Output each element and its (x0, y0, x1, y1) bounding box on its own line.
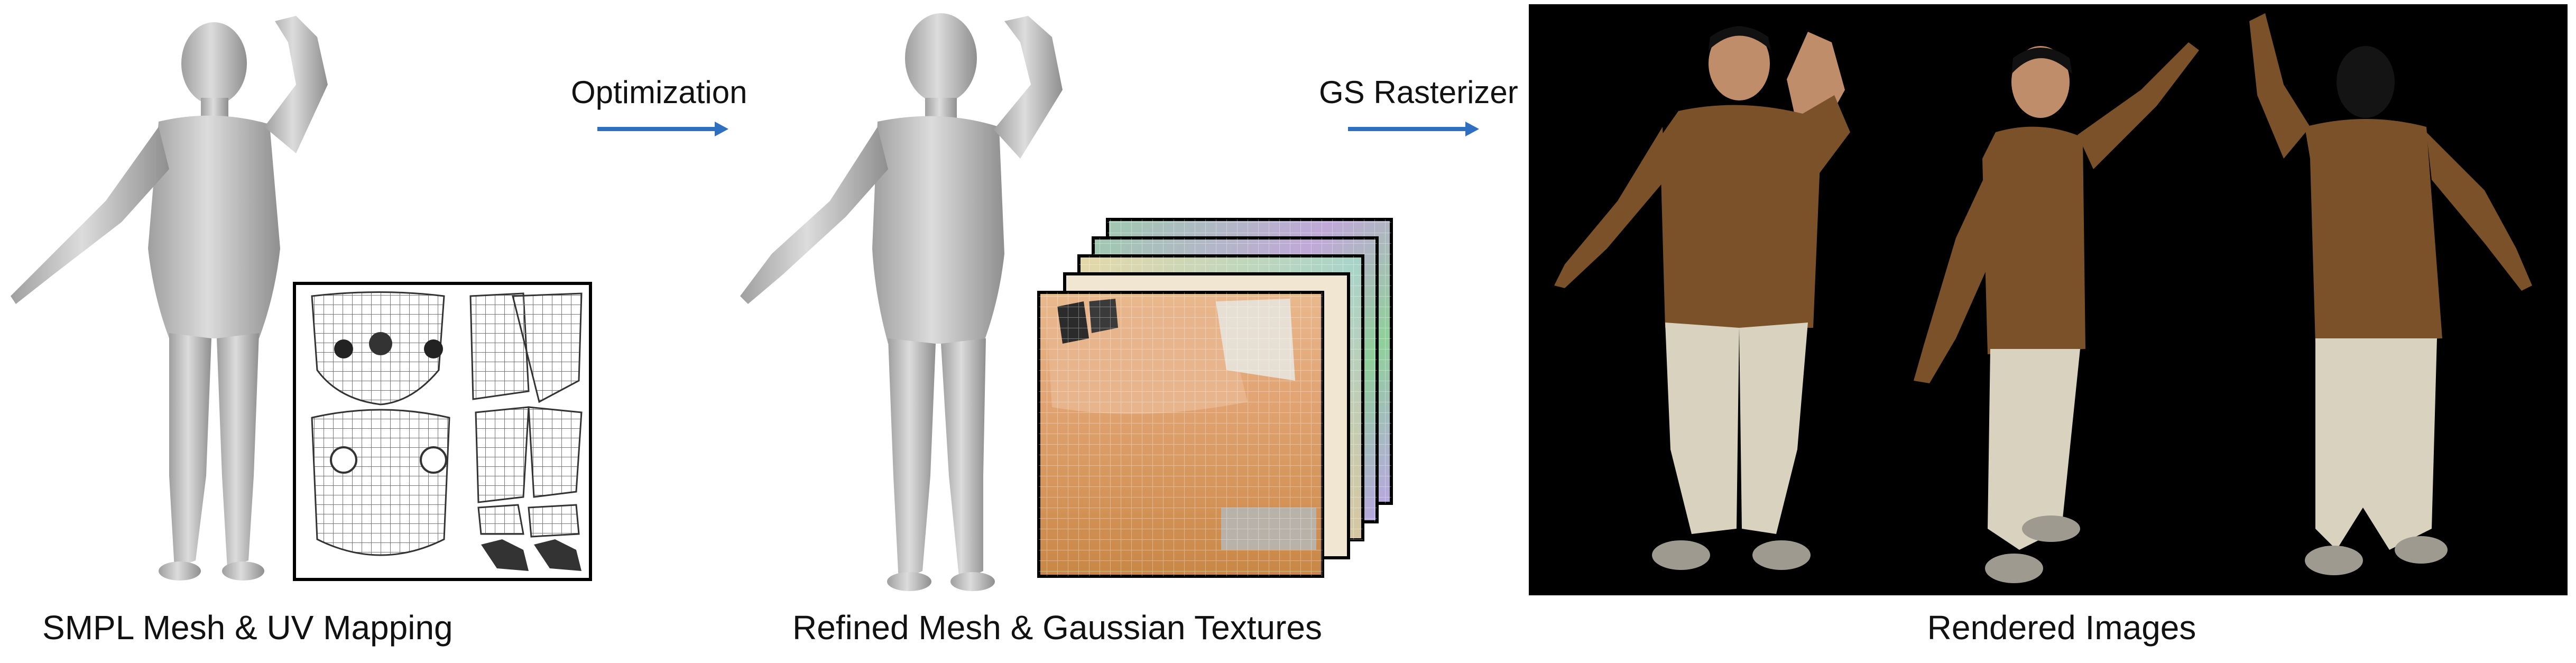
gaussian-texture-stack (1037, 218, 1393, 578)
rendered-person-front (1554, 26, 1850, 570)
arrow-gs-rasterizer (1348, 122, 1479, 136)
smpl-mesh-figure (11, 16, 328, 581)
caption-refined-mesh: Refined Mesh & Gaussian Textures (792, 609, 1322, 647)
uv-map-grid (293, 282, 592, 581)
caption-rendered-images: Rendered Images (1927, 609, 2196, 647)
caption-smpl-mesh: SMPL Mesh & UV Mapping (42, 609, 453, 647)
arrow-label-optimization: Optimization (571, 75, 747, 110)
rendered-images-panel (1529, 4, 2568, 595)
rendered-person-back (2249, 13, 2532, 575)
rendered-person-side (1914, 42, 2199, 583)
arrow-optimization (597, 122, 728, 136)
refined-mesh-figure (740, 13, 1063, 591)
arrow-label-gs-rasterizer: GS Rasterizer (1319, 75, 1518, 110)
